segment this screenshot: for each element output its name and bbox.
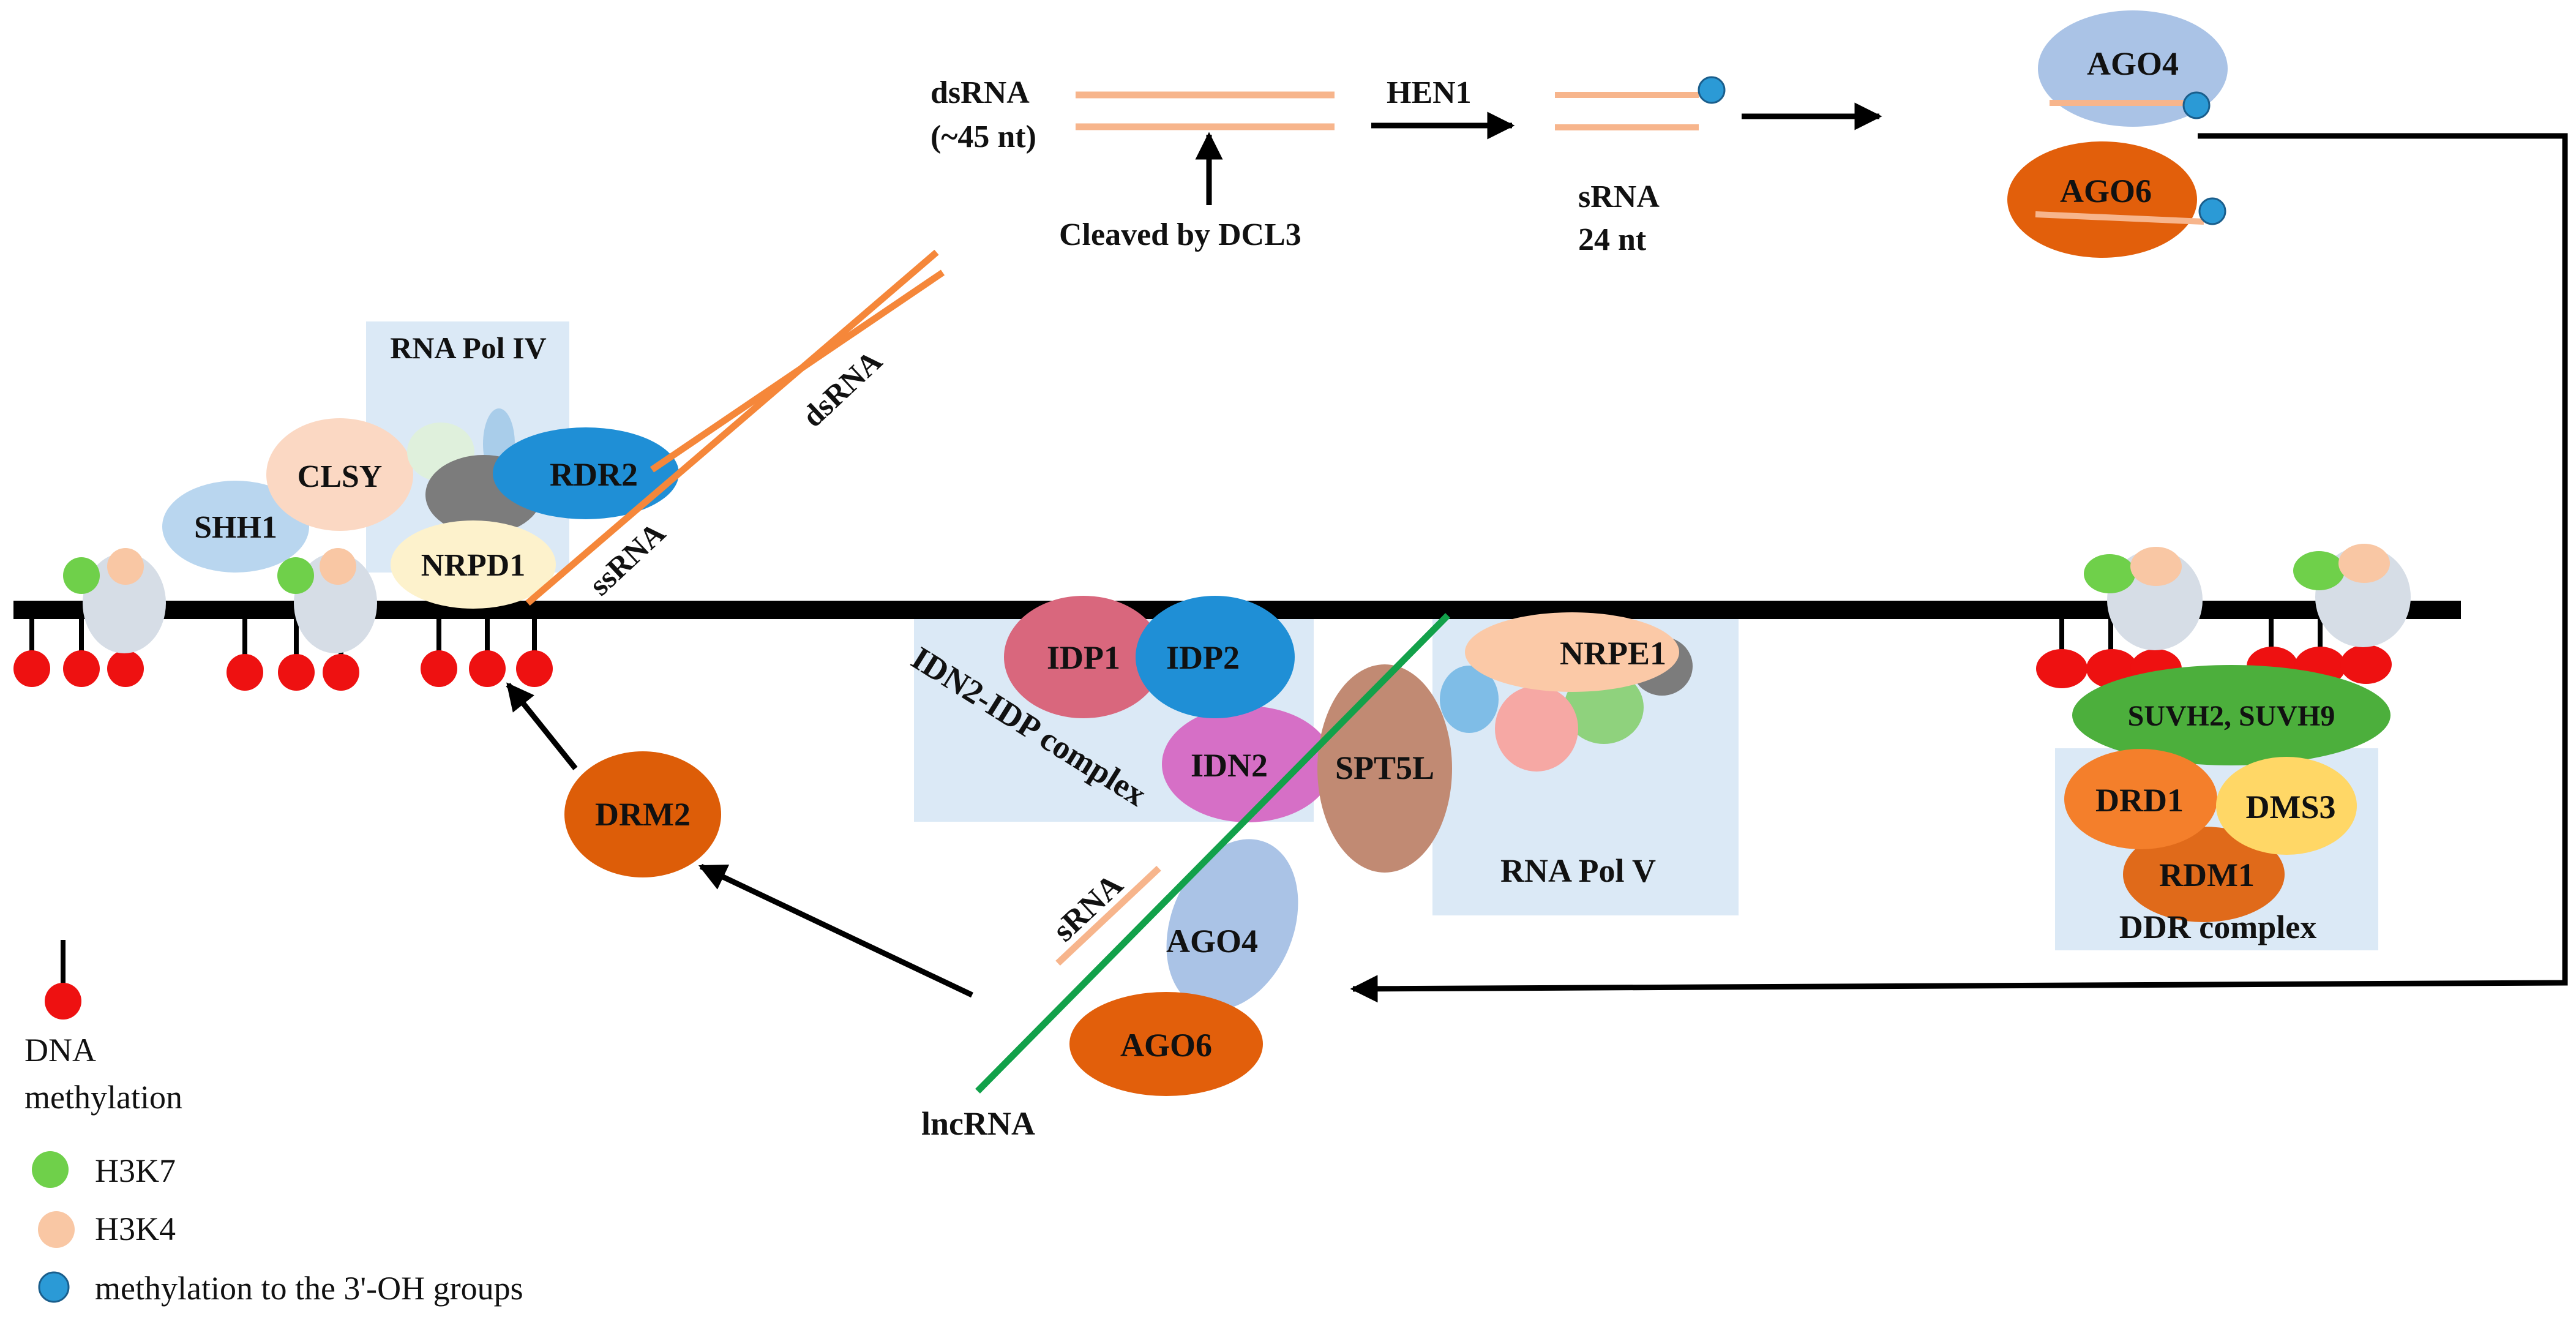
rdm1: RDM1 [2123, 827, 2285, 922]
ddr-complex-label: DDR complex [2119, 909, 2316, 945]
svg-text:methylation to the 3'-OH group: methylation to the 3'-OH groups [95, 1270, 523, 1307]
svg-text:DRM2: DRM2 [595, 796, 691, 833]
dsrna-strand-label: dsRNA [795, 344, 888, 434]
suvh2-suvh9: SUVH2, SUVH9 [2072, 665, 2391, 765]
svg-text:RDM1: RDM1 [2159, 857, 2255, 893]
oh-methyl-top [1698, 76, 1726, 104]
pol-v-subunit-pink [1495, 686, 1578, 772]
drd1: DRD1 [2064, 749, 2217, 849]
dsrna-duplex [1076, 91, 1335, 130]
svg-text:DMS3: DMS3 [2246, 789, 2336, 825]
idp1: IDP1 [1004, 596, 1163, 718]
drm2: DRM2 [564, 751, 721, 877]
legend-dna-methylation: DNA methylation [24, 940, 182, 1116]
legend: DNA methylation H3K7 H3K4 methylation to… [24, 940, 523, 1307]
svg-text:CLSY: CLSY [298, 459, 383, 494]
dsrna-length-label: (~45 nt) [930, 119, 1036, 154]
srna-label: sRNA [1578, 179, 1660, 214]
svg-text:RDR2: RDR2 [550, 456, 638, 493]
nucleosome-3 [2084, 547, 2203, 650]
svg-text:IDP2: IDP2 [1166, 639, 1240, 676]
ssrna-strand [525, 249, 939, 606]
hen1-label: HEN1 [1387, 75, 1472, 110]
svg-text:SUVH2, SUVH9: SUVH2, SUVH9 [2128, 700, 2335, 732]
nucleosome-4 [2293, 544, 2411, 647]
srna-length-label: 24 nt [1578, 222, 1647, 257]
svg-text:NRPD1: NRPD1 [421, 548, 525, 583]
legend-h3k7: H3K7 [32, 1151, 176, 1189]
ago6-bottom: AGO6 [1069, 992, 1263, 1096]
svg-text:H3K7: H3K7 [95, 1152, 176, 1189]
ago4-top: AGO4 [2038, 10, 2228, 127]
feedback-path [1350, 133, 2568, 1003]
idn2: IDN2 [1162, 706, 1333, 822]
pol-iv-label: RNA Pol IV [390, 331, 547, 365]
drm2-to-dna-arrow [506, 682, 578, 770]
dsrna-strand [650, 269, 945, 473]
ago-to-drm2-arrow [698, 863, 973, 998]
nucleosome-2 [277, 548, 377, 653]
svg-text:DRD1: DRD1 [2095, 782, 2184, 819]
svg-text:AGO6: AGO6 [1120, 1027, 1212, 1064]
ago4-bottom: AGO4 [1166, 839, 1298, 1010]
legend-oh-methylation: methylation to the 3'-OH groups [38, 1270, 523, 1307]
nrpd1: NRPD1 [391, 520, 556, 609]
clsy: CLSY [266, 418, 413, 531]
dms3: DMS3 [2216, 757, 2357, 855]
shh1: SHH1 [162, 481, 309, 573]
ago6-top: AGO6 [2007, 141, 2226, 258]
srna-duplex [1555, 92, 1699, 130]
svg-text:SHH1: SHH1 [194, 510, 277, 545]
lncrna-strand [975, 613, 1450, 1094]
pol-v-label: RNA Pol V [1500, 852, 1656, 889]
svg-text:IDP1: IDP1 [1047, 639, 1120, 676]
idp2: IDP2 [1136, 596, 1295, 718]
legend-h3k4: H3K4 [38, 1211, 176, 1248]
svg-text:SPT5L: SPT5L [1335, 749, 1434, 786]
svg-text:methylation: methylation [24, 1079, 182, 1116]
svg-text:DNA: DNA [24, 1032, 96, 1068]
lncrna-label: lncRNA [921, 1105, 1035, 1142]
svg-text:AGO6: AGO6 [2060, 173, 2152, 209]
svg-text:NRPE1: NRPE1 [1560, 635, 1666, 672]
nrpe1: NRPE1 [1465, 612, 1679, 692]
srna-bound [1055, 865, 1161, 966]
spt5l: SPT5L [1317, 664, 1452, 873]
svg-text:AGO4: AGO4 [1166, 923, 1258, 960]
ssrna-label: ssRNA [582, 516, 672, 602]
dcl3-label: Cleaved by DCL3 [1059, 217, 1301, 252]
svg-text:AGO4: AGO4 [2087, 45, 2179, 82]
pol-v-subunit-blue [1440, 666, 1499, 733]
dsrna-label: dsRNA [930, 75, 1030, 110]
nucleosome-1 [63, 548, 166, 653]
svg-text:H3K4: H3K4 [95, 1211, 176, 1247]
rdr2: RDR2 [493, 427, 679, 519]
svg-text:IDN2: IDN2 [1191, 747, 1268, 784]
